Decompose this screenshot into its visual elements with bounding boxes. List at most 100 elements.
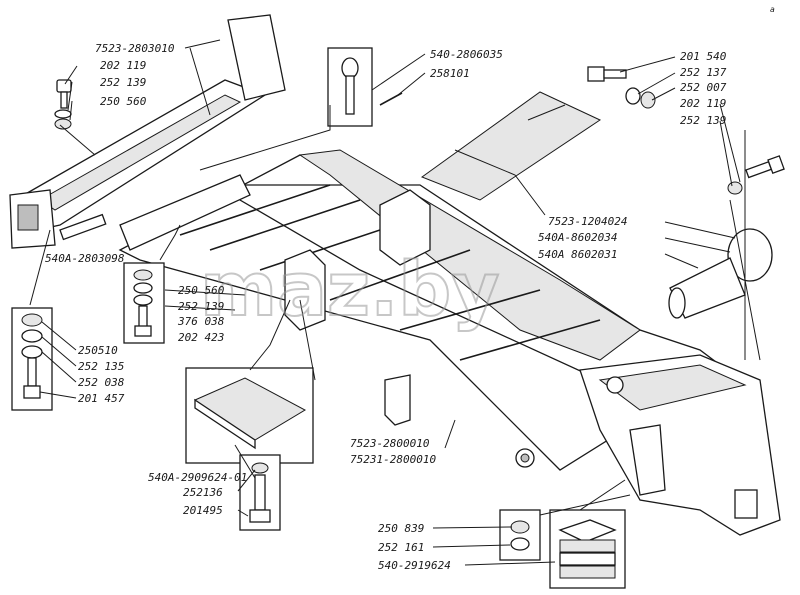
label-bolt-201540: 201 540 [680,50,727,63]
washer-252161-shape [510,537,530,551]
buffer-layer-2 [559,552,616,566]
right-side-fasteners [727,155,785,195]
label-bolt-201495: 201495 [183,504,223,517]
bolt-202119-left-shank [60,91,68,109]
label-nut-250560-left: 250 560 [100,95,147,108]
pin-shaft [345,75,355,115]
cross-member-5 [399,289,541,331]
label-washer-252038: 252 038 [78,376,125,389]
frame-leg-bracket [629,424,666,496]
washer-252135-shape [21,329,43,343]
label-washer-252137: 252 137 [680,66,727,79]
frame-front-top [598,364,747,411]
frame-bracket-upright [227,14,286,101]
frame-rear-plate [119,174,251,251]
cross-member-6 [459,319,601,361]
label-washer-252139-mid: 252 139 [178,300,224,313]
left-lower-fastener-column [11,307,53,411]
pin-ring [341,57,359,79]
pin-assembly [327,47,403,127]
roller-end [668,287,686,319]
frame-front-bracket [734,489,758,519]
corner-mark: a [770,5,775,14]
label-washer-376038: 376 038 [177,315,225,328]
buffer-layer-3 [559,565,616,579]
roller-540A-8602031-shape [668,257,746,319]
buffer-nut-box [499,509,541,561]
frame-hanging-bracket [384,374,411,426]
washer-252139-mid-shape [133,282,153,294]
washer-252038-shape [21,345,43,359]
frame-bracket-tower-2 [284,249,326,331]
main-frame [118,149,781,536]
washer-252136-shape [251,462,269,474]
label-roller-540A-8602031: 540A 8602031 [538,248,617,261]
bottom-bolt-assembly [239,454,281,531]
bolt-202119-right-head [767,155,785,174]
label-frame-bracket-left: 7523-2803010 [95,42,175,55]
pad-assembly [185,367,314,464]
bolt-202119-left-head [56,79,72,93]
bolt-202423-shank [138,305,148,329]
part-labels: 7523-2803010 202 119 252 139 250 560 540… [45,42,727,572]
label-washer-252139-left: 252 139 [100,76,146,89]
washer-252139-right-shape [727,181,743,195]
label-bolt-202119-left: 202 119 [100,59,146,72]
label-bracket-540A-2803098: 540A-2803098 [45,252,125,265]
bolt-201457-shank [27,357,37,387]
label-washer-252135: 252 135 [78,360,124,373]
frame-front-hole [606,376,624,394]
bolt-202423-head [134,325,152,337]
buffer-top [558,519,617,543]
pad-edge [194,398,256,450]
bolt-201540-shank [603,69,627,79]
leader-lines [29,39,761,566]
bolt-201457-head [23,385,41,399]
cross-member-1 [179,184,331,236]
label-washer-252007: 252 007 [680,81,727,94]
frame-bracket-end-slot [17,204,39,231]
label-nut-250839: 250 839 [378,522,424,535]
nut-250839-shape [510,520,530,534]
cross-member-2 [209,199,361,251]
watermark-text: maz.by [200,247,499,333]
label-cotter-258101: 258101 [430,67,470,80]
label-washer-252136: 252136 [183,486,223,499]
washer-252139-left [54,109,72,119]
washer-252007-shape [640,91,656,109]
buffer-layer-1 [559,539,616,553]
label-pin-540-2806035: 540-2806035 [430,48,503,61]
washer-376038-shape [133,294,153,306]
label-bolt-202423: 202 423 [178,331,224,344]
label-washer-252139-right: 252 139 [680,114,726,127]
nut-250510-shape [21,313,43,327]
cover-540A-8602034-shape [727,228,773,282]
left-fastener-stack [54,79,72,130]
bolt-202119-right-shank [745,160,773,179]
nut-250560-left [54,118,72,130]
cross-member-4 [329,249,471,301]
middle-fastener-column [123,262,165,344]
buffer-assembly [499,509,626,589]
bolt-201495-head [249,509,271,523]
frame-side-hole-inner [520,453,530,463]
frame-bracket-tower-1 [379,189,431,266]
label-washer-252161: 252 161 [378,541,424,554]
plate-7523-1204024-shape [420,91,602,201]
label-bolt-202119-right: 202 119 [680,97,726,110]
left-frame-bracket [9,14,286,249]
label-pad-540A-2909624-01: 540A-2909624-01 [148,471,247,484]
right-top-fasteners [587,66,656,109]
label-cover-540A-8602034: 540A-8602034 [538,231,617,244]
label-frame-75231-2800010: 75231-2800010 [350,453,436,466]
bolt-201540-head [587,66,605,82]
label-bolt-201457: 201 457 [78,392,125,405]
frame-bracket-strip [59,213,107,241]
label-buffer-540-2919624: 540-2919624 [378,559,451,572]
bolt-201495-shank [254,474,266,511]
washer-252137-shape [625,87,641,105]
nut-250560-mid-shape [133,269,153,281]
label-nut-250560-mid: 250 560 [178,284,225,297]
label-nut-250510: 250510 [78,344,118,357]
